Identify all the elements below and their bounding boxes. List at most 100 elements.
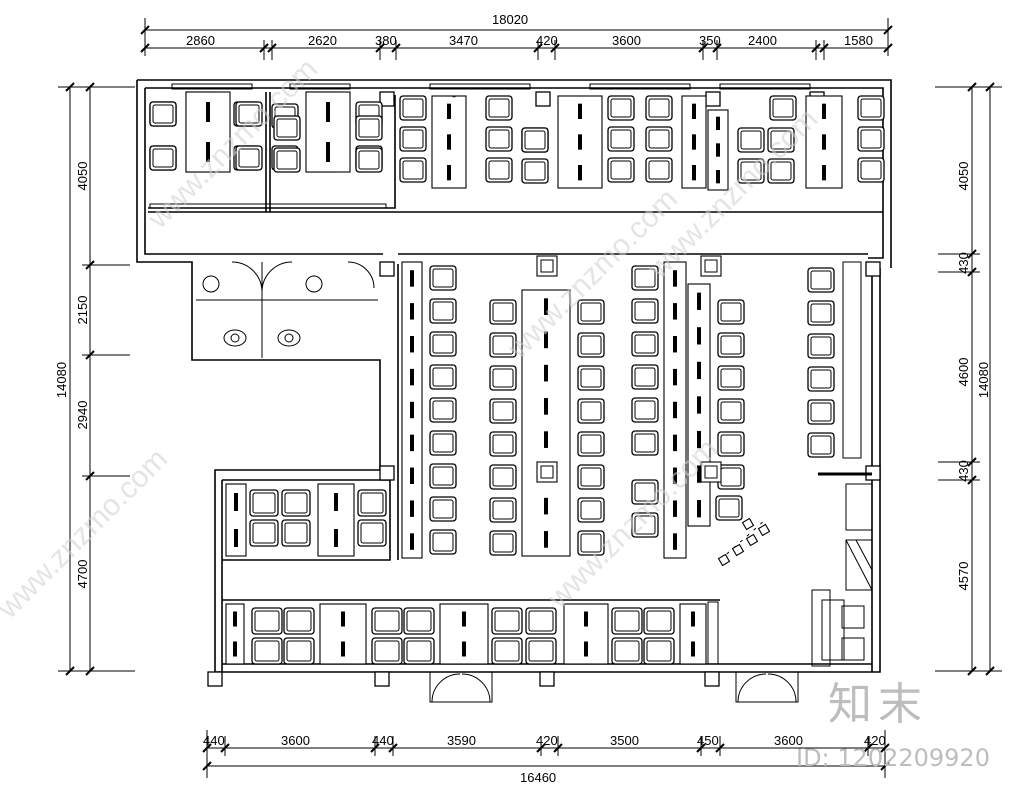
monitor — [410, 467, 414, 484]
chair-seat — [152, 148, 174, 168]
chair — [429, 364, 457, 390]
dim-bottom-seg: 3600 — [774, 733, 803, 748]
chair — [249, 489, 279, 517]
chair-seat — [528, 610, 554, 632]
monitor — [578, 165, 582, 181]
chair-seat — [720, 368, 742, 388]
chair — [577, 530, 605, 556]
chair-seat — [284, 522, 308, 544]
chair — [737, 158, 765, 184]
monitor — [692, 165, 696, 181]
dim-bottom-seg: 420 — [864, 733, 886, 748]
dim-bottom-seg: 3600 — [281, 733, 310, 748]
chair-seat — [648, 160, 670, 180]
monitor — [673, 434, 677, 452]
monitor — [691, 611, 695, 627]
dim-top-seg: 3470 — [449, 33, 478, 48]
chair — [807, 300, 835, 326]
chair-seat — [634, 482, 656, 502]
chair-seat — [494, 610, 520, 632]
chair — [273, 115, 301, 141]
chair-seat — [580, 467, 602, 487]
monitor — [447, 134, 451, 150]
stool — [731, 543, 745, 557]
chair — [491, 607, 523, 635]
chair — [717, 431, 745, 457]
dim-top-seg: 1580 — [844, 33, 873, 48]
chair — [717, 398, 745, 424]
chair — [521, 158, 549, 184]
chair — [769, 95, 797, 121]
dim-right-total: 14080 — [976, 362, 991, 398]
monitor — [206, 102, 210, 122]
monitor — [341, 611, 345, 627]
bottom-dimensions — [202, 730, 890, 778]
chair — [281, 519, 311, 547]
cabinet — [707, 601, 719, 665]
chair-seat — [238, 148, 260, 168]
chair — [371, 607, 403, 635]
chair — [717, 365, 745, 391]
chair-seat — [374, 640, 400, 662]
chair-seat — [432, 334, 454, 354]
monitor — [462, 641, 466, 657]
monitor — [334, 529, 338, 547]
stool — [745, 533, 759, 547]
monitor — [673, 336, 677, 353]
chair-seat — [580, 533, 602, 553]
chair-seat — [488, 129, 510, 149]
chair — [525, 607, 557, 635]
chair — [577, 332, 605, 358]
chair — [371, 637, 403, 665]
chair-seat — [614, 640, 640, 662]
chair-seat — [494, 640, 520, 662]
desk — [225, 603, 245, 665]
chair — [235, 101, 263, 127]
chair — [489, 530, 517, 556]
monitor — [234, 493, 238, 511]
watermark-logo: 知末 — [828, 679, 928, 730]
chair — [355, 147, 383, 173]
chair — [631, 364, 659, 390]
dim-left-seg: 2150 — [75, 296, 90, 325]
watermark-id: ID: 1202209920 — [796, 744, 990, 772]
chair — [577, 398, 605, 424]
stool — [741, 517, 755, 531]
kiosk — [700, 255, 722, 277]
top-windows — [171, 83, 811, 90]
stool — [757, 523, 771, 537]
chair — [607, 126, 635, 152]
monitor — [673, 401, 677, 419]
chair-seat — [492, 434, 514, 454]
chair — [767, 158, 795, 184]
monitor — [697, 430, 701, 449]
dim-right-seg: 430 — [956, 252, 971, 274]
chair — [403, 637, 435, 665]
chair-seat — [580, 401, 602, 421]
dim-top-seg: 380 — [375, 33, 397, 48]
dim-top-total: 18020 — [492, 12, 528, 27]
dim-left-seg: 4700 — [75, 560, 90, 589]
monitor — [326, 102, 330, 122]
chair-seat — [402, 160, 424, 180]
watermark-url: www.znzmo.com — [0, 442, 174, 625]
chair-seat — [634, 433, 656, 453]
kiosk — [536, 461, 558, 483]
chair-seat — [492, 368, 514, 388]
chair-seat — [810, 402, 832, 422]
chair-seat — [634, 301, 656, 321]
chair — [489, 299, 517, 325]
chair — [251, 607, 283, 635]
dim-right-seg: 4050 — [956, 162, 971, 191]
chair — [607, 95, 635, 121]
monitor — [447, 103, 451, 119]
monitor — [410, 368, 414, 386]
chair-seat — [432, 367, 454, 387]
chair — [807, 432, 835, 458]
chair — [399, 126, 427, 152]
chair — [807, 399, 835, 425]
chair — [489, 332, 517, 358]
dim-left-total: 14080 — [54, 362, 69, 398]
chair — [429, 265, 457, 291]
monitor — [716, 170, 720, 184]
